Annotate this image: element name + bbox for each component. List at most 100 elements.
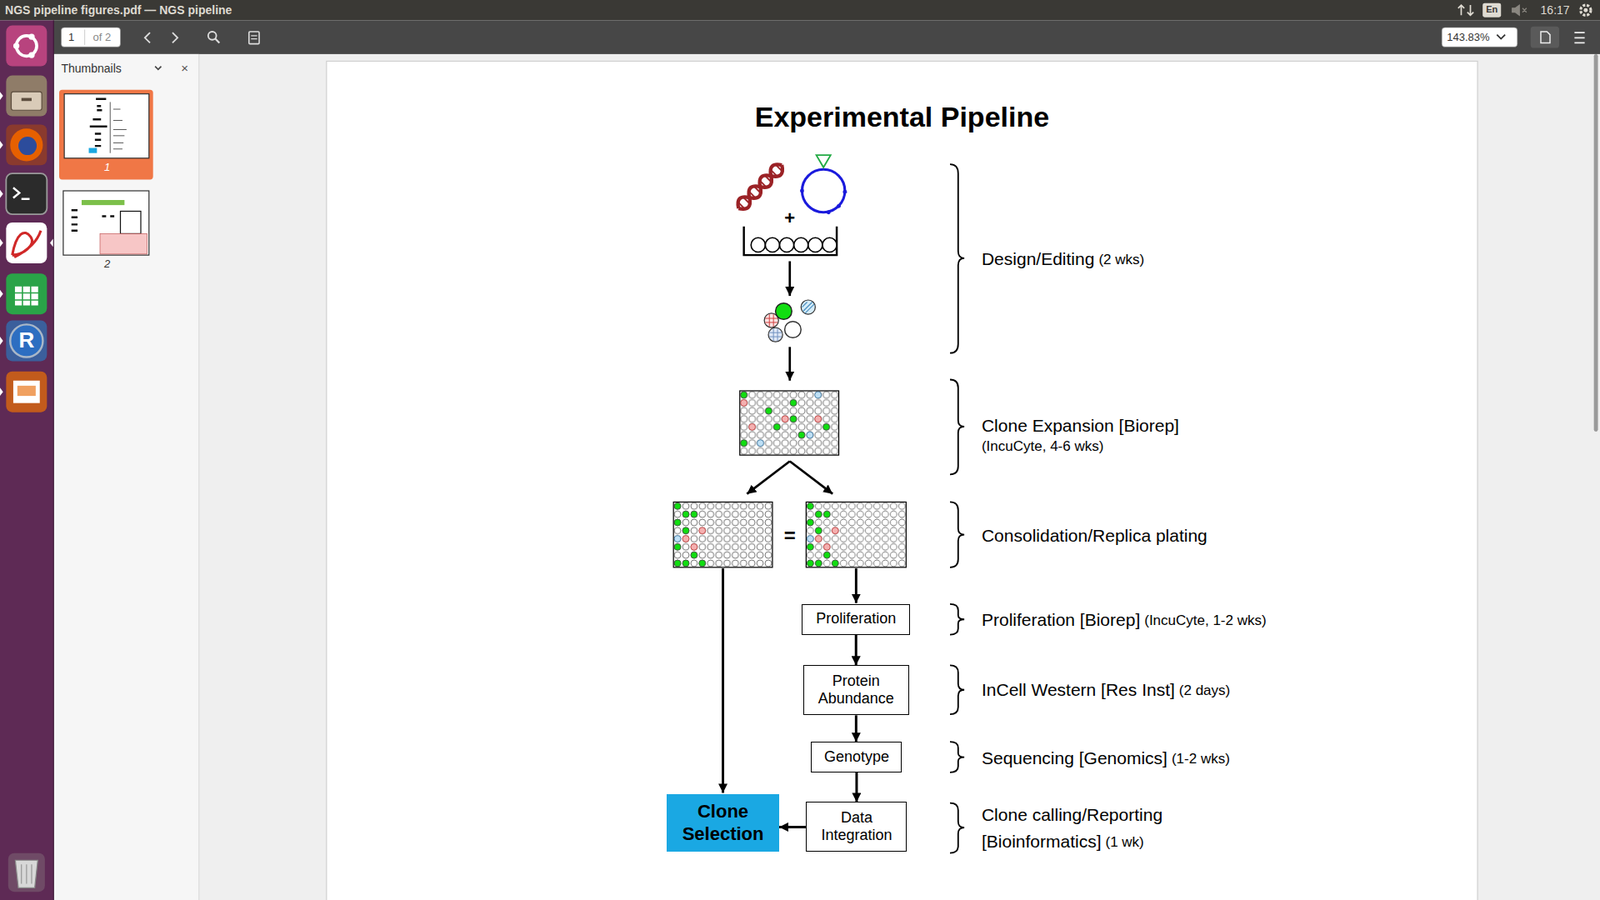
- thumbnail-page: [63, 190, 150, 255]
- plasmid-site: [836, 204, 841, 209]
- red-well: [690, 543, 698, 550]
- menu-button: [1574, 32, 1585, 43]
- keyboard-indicator: [1482, 3, 1501, 18]
- app-icon-letter: R: [18, 327, 35, 354]
- files-drawer: [10, 91, 42, 110]
- thumbnail-content: [71, 210, 115, 230]
- well-plate: [805, 501, 906, 567]
- thumbnail-content: [90, 99, 108, 146]
- settings-gear: [1580, 5, 1591, 15]
- stage-duration: (1 wk): [1105, 834, 1145, 851]
- cell-edited: [775, 303, 793, 320]
- red-wells: [740, 400, 822, 431]
- toolbar: [54, 20, 1600, 54]
- cell: [785, 321, 802, 339]
- green-well: [806, 543, 814, 550]
- red-well: [823, 543, 830, 550]
- red-well: [781, 415, 789, 423]
- dna-strand: [734, 160, 786, 213]
- curly-bracket: [950, 604, 965, 635]
- green-well: [806, 502, 814, 510]
- strip-well: [822, 237, 837, 252]
- strip-well: [808, 237, 823, 252]
- blue-wells: [757, 391, 822, 447]
- green-well: [790, 415, 797, 423]
- thumbnail-content: [100, 233, 147, 254]
- settings-gear-center: [1583, 8, 1588, 13]
- thumbnail-number: 2: [104, 257, 110, 271]
- green-well: [690, 510, 698, 518]
- red-well: [749, 423, 756, 430]
- node-text: Data Integration: [813, 809, 900, 845]
- stage-label: Clone calling/Reporting: [981, 805, 1163, 826]
- keyboard-layout: En: [1485, 5, 1498, 16]
- plasmid-site: [826, 210, 831, 215]
- terminal-prompt: [13, 187, 30, 199]
- impress-slide: [13, 380, 40, 404]
- page-input-divider: [84, 30, 85, 45]
- close-button: ×: [180, 60, 189, 76]
- green-well: [823, 510, 830, 518]
- red-well: [831, 527, 839, 535]
- split-arrow: [790, 460, 833, 494]
- stage-label: [Bioinformatics]: [981, 831, 1102, 853]
- firefox-icon: [10, 128, 43, 161]
- strip-well: [780, 237, 795, 252]
- pdf-reader-icon: [5, 222, 47, 264]
- calc-icon: [5, 273, 47, 315]
- impress-icon: [5, 371, 47, 413]
- window-title: NGS pipeline figures.pdf — NGS pipeline: [5, 3, 232, 18]
- document-button: [1530, 26, 1560, 49]
- blue-well: [674, 535, 681, 543]
- strip-well: [765, 237, 780, 252]
- green-wells: [740, 391, 830, 447]
- curly-bracket: [950, 380, 965, 475]
- page-input: [60, 27, 120, 47]
- r-tile: [5, 320, 47, 361]
- green-well: [682, 527, 690, 535]
- top-panel: [0, 0, 1600, 20]
- thumbnail-content: [110, 101, 127, 153]
- green-well: [699, 560, 706, 567]
- green-well: [773, 423, 780, 430]
- well-strip: [744, 226, 837, 255]
- stage-label: Design/Editing: [981, 248, 1095, 270]
- green-well: [815, 560, 822, 567]
- process-box: Proliferation: [801, 604, 910, 635]
- network-icon: [1458, 5, 1474, 15]
- scrollbar: [1594, 54, 1599, 432]
- well-plate: [740, 390, 840, 455]
- files-drawer-handle: [21, 98, 32, 102]
- green-well: [682, 510, 690, 518]
- well-plate: [673, 501, 773, 567]
- thumbnail-content: [120, 210, 140, 234]
- running-indicators: [0, 91, 4, 396]
- process-box: Data Integration: [805, 801, 907, 852]
- result-box: Clone Selection: [666, 794, 780, 853]
- flow-arrow: [855, 568, 858, 604]
- sidebar: [54, 54, 200, 900]
- brackets: [950, 164, 965, 854]
- pdf-page: [326, 60, 1478, 900]
- green-well: [740, 440, 748, 447]
- green-well: [815, 510, 822, 518]
- green-well: [674, 519, 681, 526]
- equals-sign: =: [784, 523, 796, 548]
- cell-hatch: [765, 314, 778, 327]
- flow-arrow: [855, 635, 858, 666]
- green-well: [806, 519, 814, 526]
- curly-bracket: [950, 164, 965, 354]
- green-well: [740, 391, 748, 399]
- focused-indicator: [50, 239, 54, 248]
- plus-sign: +: [784, 207, 795, 230]
- red-well: [740, 400, 748, 407]
- pdf-reader-swoosh: [12, 230, 41, 258]
- firefox-globe: [18, 136, 37, 155]
- node-text: Protein Abundance: [810, 672, 902, 709]
- stage-duration: (1-2 wks): [1171, 750, 1230, 768]
- thumbnail-content: [81, 200, 125, 205]
- terminal-icon: [5, 173, 47, 215]
